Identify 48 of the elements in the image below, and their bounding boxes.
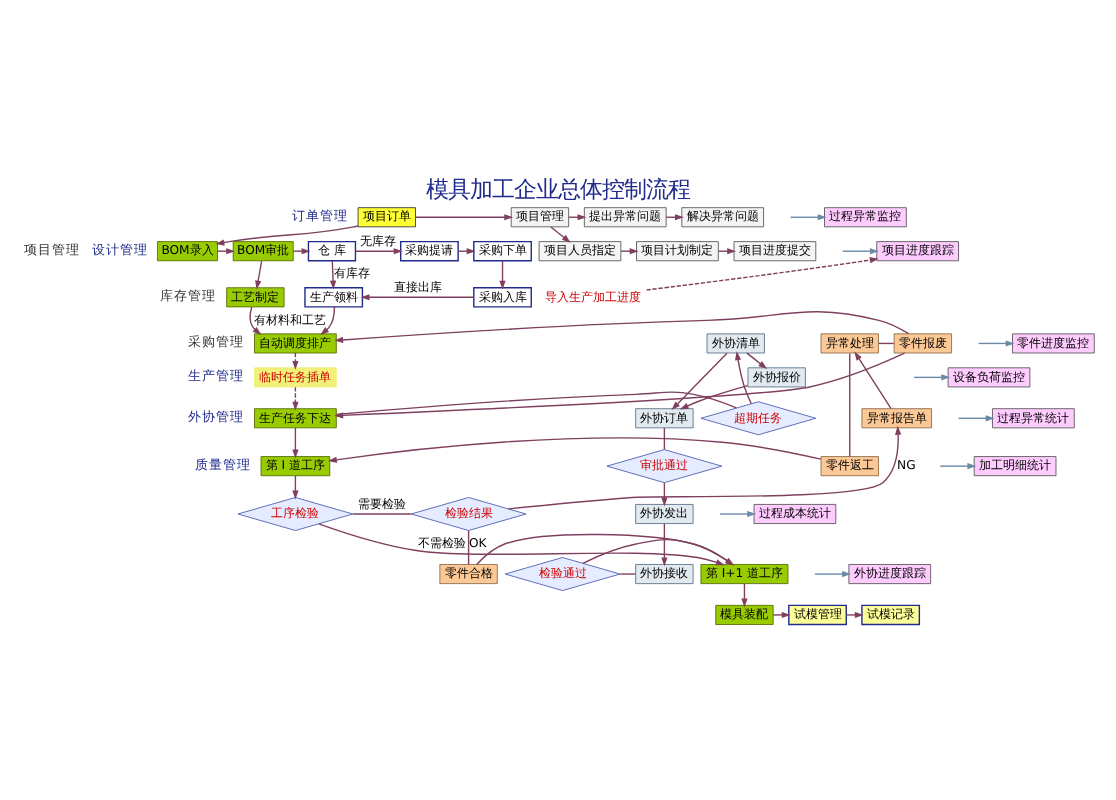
arrow (414, 214, 514, 221)
arrow (255, 260, 263, 290)
arrow (249, 306, 262, 336)
arrow (292, 386, 299, 411)
arrow (216, 248, 236, 255)
arrow (292, 352, 299, 370)
arrow (360, 294, 475, 301)
arrow (842, 248, 879, 255)
arrow (772, 611, 791, 619)
arrow (292, 427, 299, 459)
arrow (327, 437, 822, 463)
arrow (746, 352, 768, 369)
arrow (475, 533, 735, 566)
arrow (320, 306, 336, 335)
arrow (789, 214, 827, 221)
arrow (499, 260, 506, 290)
arrow (671, 352, 728, 411)
arrow (334, 352, 906, 419)
arrow (292, 248, 311, 255)
connector (849, 352, 851, 458)
arrow (582, 538, 735, 566)
arrow (354, 248, 403, 255)
diagram-title: 模具加工企业总体控制流程 (426, 177, 690, 204)
arrow (957, 415, 995, 422)
arrow (735, 351, 752, 405)
arrow (814, 570, 851, 578)
connector (619, 573, 637, 575)
arrow (318, 523, 725, 566)
connector (467, 530, 470, 565)
connector (335, 391, 738, 416)
arrow (939, 463, 977, 470)
arrow (620, 248, 639, 255)
connector (663, 427, 666, 451)
arrow (854, 351, 892, 410)
arrow (645, 257, 879, 291)
arrow (457, 248, 476, 255)
arrow (215, 225, 359, 246)
arrow (550, 226, 571, 243)
arrow (507, 425, 902, 510)
connector (352, 513, 412, 515)
arrow (719, 510, 757, 518)
arrow (845, 611, 864, 619)
arrow (661, 523, 668, 567)
arrow (717, 248, 737, 255)
arrow (913, 374, 951, 381)
arrow (679, 385, 749, 410)
arrow (977, 340, 1015, 347)
arrow (329, 260, 337, 290)
